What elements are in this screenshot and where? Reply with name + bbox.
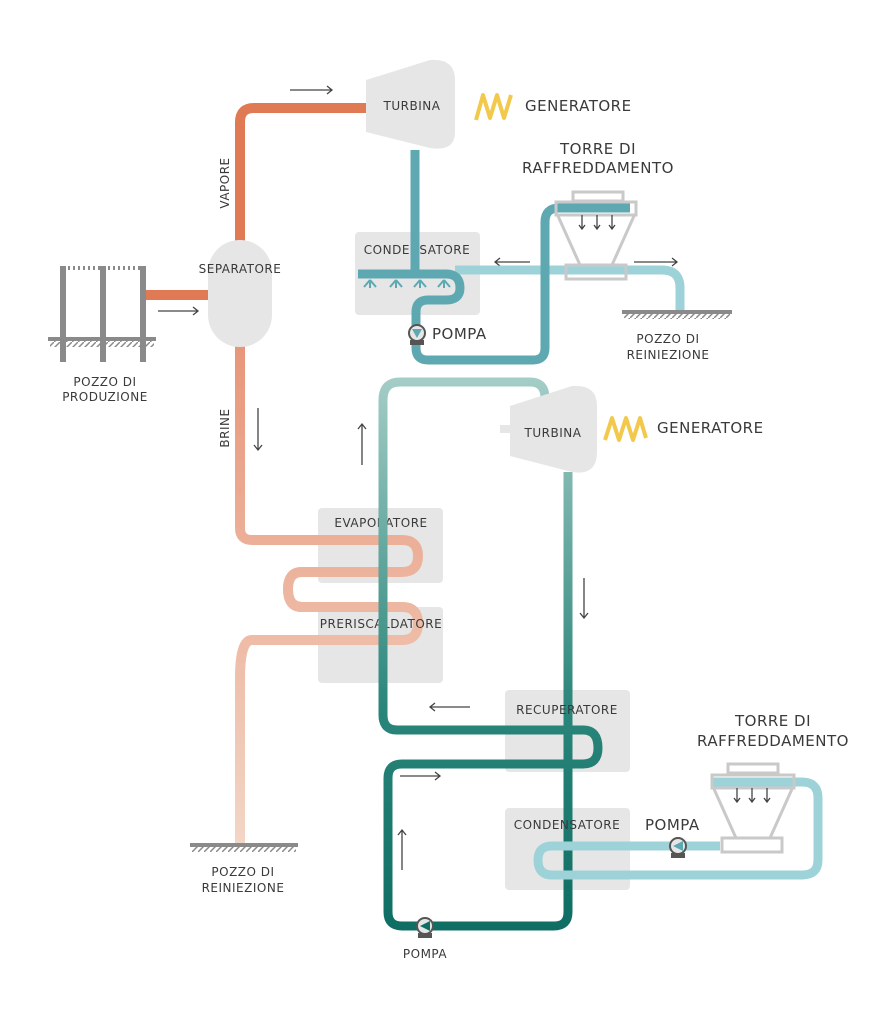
cooling-tower-2 (710, 762, 796, 854)
condenser-2-label: CONDENSATORE (514, 818, 620, 832)
generator-2-label: GENERATORE (657, 419, 764, 437)
arrow-down-icon (253, 408, 263, 452)
pump-icon (416, 917, 434, 938)
separator (208, 240, 272, 347)
pump-1-label: POMPA (432, 325, 487, 343)
arrow-left-icon (428, 702, 470, 712)
cooling-tower-1-label: RAFFREDDAMENTO (522, 159, 674, 177)
vapore-label: VAPORE (218, 157, 232, 208)
generator-icon (474, 93, 513, 121)
binary-fluid-pipe (378, 377, 603, 931)
condensate-pipe (358, 150, 630, 365)
production-well-label: PRODUZIONE (62, 390, 148, 404)
turbine-2-label: TURBINA (524, 426, 582, 440)
brine-label: BRINE (218, 408, 232, 447)
pump-2-label: POMPA (645, 816, 700, 834)
reinjection-well-1 (622, 310, 732, 319)
flow-arrows (158, 85, 679, 870)
reinjection-well-2 (190, 843, 298, 852)
cooling-return-pipe (455, 265, 685, 312)
cooling-tower-1 (554, 190, 638, 281)
arrow-right-icon (158, 306, 200, 316)
production-well (48, 266, 156, 362)
turbine-1-label: TURBINA (383, 99, 441, 113)
pump-icon (408, 324, 426, 345)
arrow-right-icon (634, 257, 679, 267)
cooling-tower-2-label: TORRE DI (734, 712, 811, 730)
recuperator-label: RECUPERATORE (516, 703, 618, 717)
arrow-left-icon (493, 257, 530, 267)
reinjection-well-2-label: POZZO DI (211, 865, 274, 879)
arrow-right-icon (290, 85, 334, 95)
cooling-tower-1-label: TORRE DI (559, 140, 636, 158)
arrow-up-icon (357, 422, 367, 465)
arrow-down-icon (579, 578, 589, 620)
pump-3-label: POMPA (403, 947, 448, 961)
production-well-label: POZZO DI (73, 375, 136, 389)
reinjection-well-1-label: POZZO DI (636, 332, 699, 346)
arrow-up-icon (397, 828, 407, 870)
separator-label: SEPARATORE (199, 262, 282, 276)
generator-icon (603, 416, 648, 442)
cooling-tower-2-label: RAFFREDDAMENTO (697, 732, 849, 750)
spray-nozzles (363, 279, 451, 288)
turbine-2 (510, 385, 597, 473)
turbine-2-inlet (500, 425, 512, 433)
arrow-right-icon (400, 771, 442, 781)
reinjection-well-1-label: REINIEZIONE (627, 348, 710, 362)
steam-pipe-vapore (235, 103, 370, 245)
brine-pipe-overlay (252, 535, 424, 645)
pump-icon (669, 837, 687, 858)
reinjection-well-2-label: REINIEZIONE (202, 881, 285, 895)
turbine-1 (366, 59, 455, 149)
cooling-loop-2 (533, 777, 823, 880)
generator-1-label: GENERATORE (525, 97, 632, 115)
